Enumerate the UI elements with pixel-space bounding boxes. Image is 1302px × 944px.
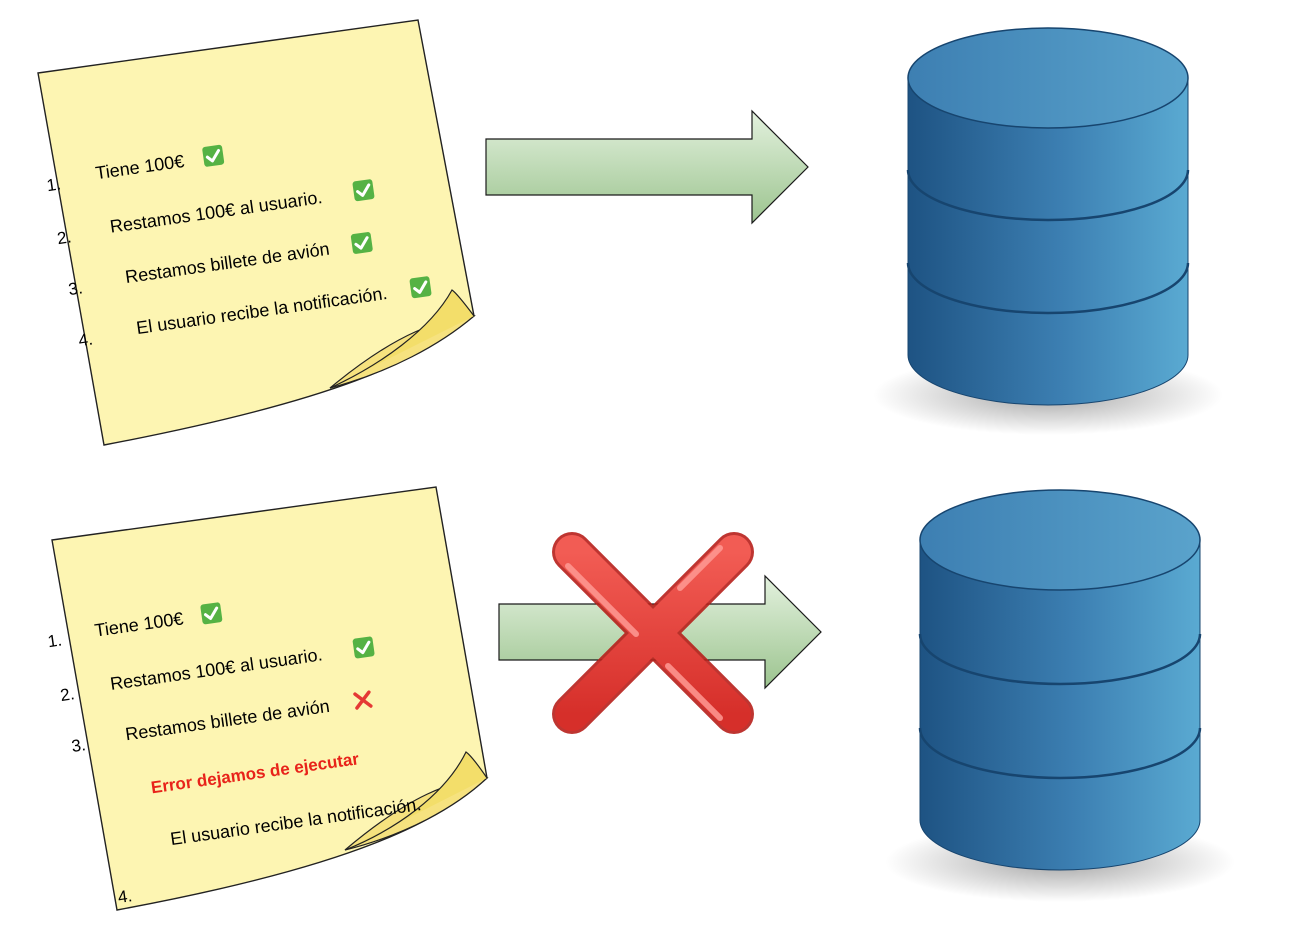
database-icon: [873, 27, 1223, 435]
big-red-x-icon: [552, 532, 754, 734]
check-mark-icon: [350, 177, 377, 204]
check-mark-icon: [350, 634, 377, 661]
top-sticky-note: 1. Tiene 100€ 2. Restamos 100€ al usuari…: [37, 19, 476, 446]
check-mark-icon: [200, 142, 227, 169]
database-icon: [885, 489, 1235, 902]
bottom-sticky-note: 1. Tiene 100€ 2. Restamos 100€ al usuari…: [46, 486, 489, 911]
check-mark-icon: [407, 274, 434, 301]
item-number: 2.: [59, 684, 76, 705]
check-mark-icon: [348, 230, 375, 256]
item-number: 4.: [77, 329, 94, 350]
item-number: 4.: [117, 886, 134, 907]
check-mark-icon: [198, 600, 225, 627]
item-number: 3.: [70, 735, 87, 756]
item-number: 3.: [67, 278, 84, 299]
item-number: 1.: [45, 174, 62, 195]
item-number: 1.: [46, 630, 63, 651]
item-number: 2.: [56, 227, 73, 248]
right-arrow-icon: [485, 109, 809, 225]
